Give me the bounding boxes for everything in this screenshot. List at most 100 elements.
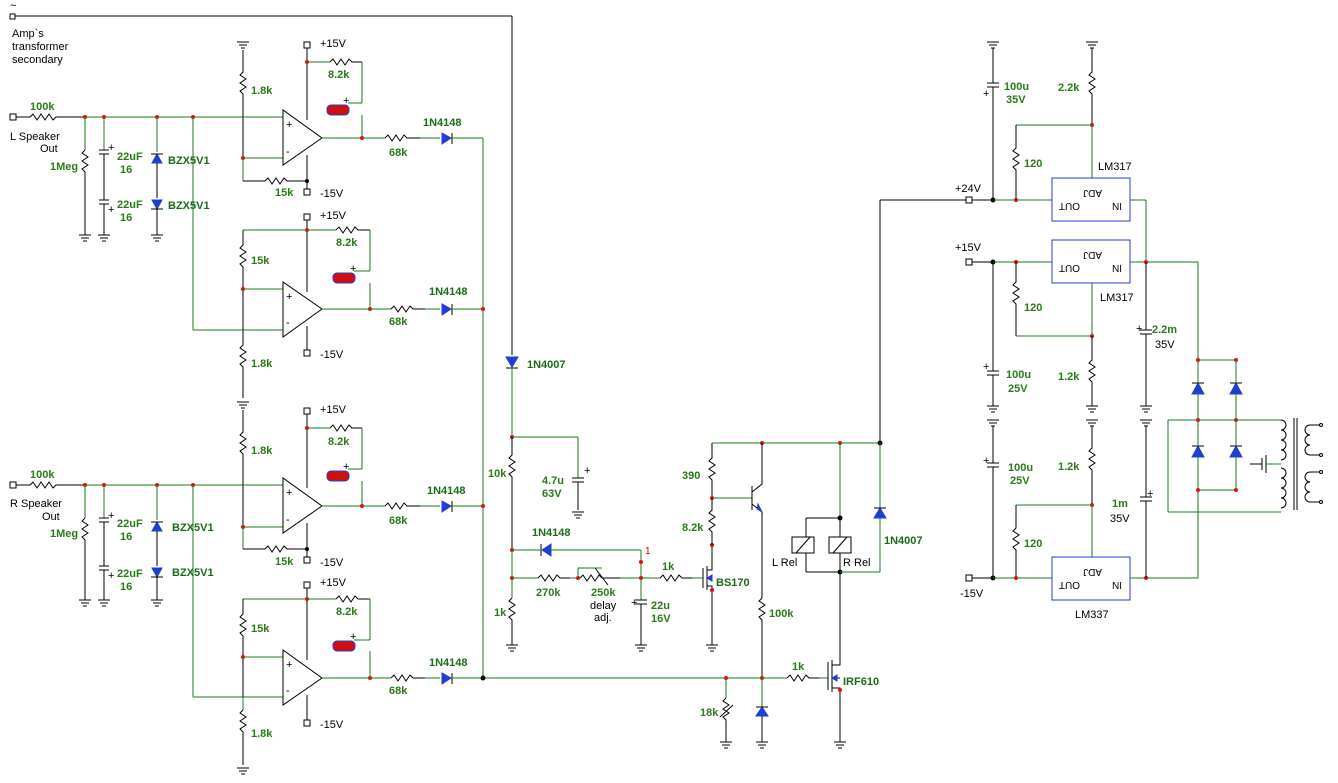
l-cap1-voltage: 16 bbox=[120, 164, 132, 176]
ic-adj-label: ADJ bbox=[1083, 249, 1102, 260]
c-100u-value: 100u bbox=[1004, 81, 1029, 93]
pot-250k-value: 250k bbox=[591, 587, 616, 599]
r-120-value: 120 bbox=[1024, 158, 1042, 170]
bridge-rectifier-section bbox=[1167, 262, 1323, 578]
d-1n4148-value: 1N4148 bbox=[429, 657, 468, 669]
r-1-8k-value: 1.8k bbox=[251, 445, 273, 457]
r-1-8k bbox=[239, 709, 247, 765]
r-15k-value: 15k bbox=[251, 623, 270, 635]
opamp-triangle bbox=[282, 649, 323, 706]
d-1n4148-value: 1N4148 bbox=[429, 286, 468, 298]
ground-symbol bbox=[572, 511, 584, 519]
r-15k bbox=[243, 177, 307, 185]
transformer-terminal bbox=[9, 13, 16, 20]
r-68k bbox=[384, 502, 420, 510]
opamp-stage-1: 1.8k 15k + - +15V -15V 8.2k + 68k 1N4148 bbox=[237, 38, 484, 678]
r-speaker-label: R Speaker bbox=[10, 498, 62, 510]
zener-diode-icon bbox=[151, 567, 163, 579]
lm317-lower-ic bbox=[1051, 239, 1131, 284]
svg-text:+: + bbox=[631, 597, 637, 609]
svg-text:+: + bbox=[350, 631, 356, 643]
wire bbox=[577, 567, 602, 578]
svg-text:+: + bbox=[343, 461, 349, 473]
c-2-2m-value: 2.2m bbox=[1152, 324, 1177, 336]
opamp-stage-4: 15k + - +15V -15V 8.2k + 68k 1N4148 1.8k bbox=[237, 577, 762, 775]
cap-100u bbox=[987, 82, 999, 88]
delay-section: 1N4007 + 4.7u 63V 10k 1N4148 1 270k 250k… bbox=[488, 356, 692, 652]
diode-icon bbox=[441, 303, 452, 316]
r-2-2k bbox=[1088, 48, 1096, 125]
r-8-2k bbox=[335, 226, 370, 234]
delay-adj-label-2: adj. bbox=[594, 612, 612, 624]
svg-text:-: - bbox=[286, 146, 290, 158]
plus15-label: +15V bbox=[320, 404, 347, 416]
ground-symbol bbox=[98, 599, 110, 607]
svg-text:+: + bbox=[286, 291, 292, 303]
c-22u-voltage: 16V bbox=[651, 613, 671, 625]
right-input-section: R Speaker Out 100k 1Meg + + 22uF 16 22uF… bbox=[9, 469, 283, 698]
ground-symbol bbox=[720, 741, 732, 749]
led-icon bbox=[332, 640, 356, 652]
bs170-label: BS170 bbox=[716, 577, 750, 589]
ground-symbol bbox=[756, 741, 768, 749]
svg-text:+: + bbox=[108, 570, 114, 582]
r-10k bbox=[508, 437, 516, 550]
transistor-pnp-icon bbox=[751, 443, 763, 598]
r-120-value: 120 bbox=[1024, 538, 1042, 550]
d-1n4148-value: 1N4148 bbox=[532, 527, 571, 539]
r-1-2k bbox=[1088, 336, 1096, 406]
l-speaker-label: L Speaker bbox=[10, 131, 60, 143]
r-68k-value: 68k bbox=[389, 147, 408, 159]
svg-text:+: + bbox=[108, 204, 114, 216]
r-8-2k-value: 8.2k bbox=[336, 237, 358, 249]
r-1-8k bbox=[239, 330, 247, 398]
r-1-8k-value: 1.8k bbox=[251, 85, 273, 97]
r-input-resistor-value: 100k bbox=[30, 469, 55, 481]
r-cap1-value: 22uF bbox=[117, 518, 143, 530]
r-68k bbox=[390, 674, 425, 682]
lm317-upper-ic bbox=[1051, 177, 1131, 222]
diode-icon bbox=[1191, 444, 1205, 458]
diode-icon bbox=[505, 356, 519, 368]
opamp-triangle bbox=[282, 281, 323, 338]
svg-text:+: + bbox=[983, 455, 989, 467]
led-icon bbox=[326, 470, 350, 482]
c-100u-voltage: 25V bbox=[1008, 383, 1028, 395]
svg-text:-: - bbox=[286, 514, 290, 526]
transformer-ground bbox=[1261, 455, 1267, 473]
ground-symbol bbox=[151, 599, 163, 607]
r-120 bbox=[1012, 262, 1020, 336]
r-15k bbox=[243, 545, 307, 553]
svg-text:+: + bbox=[350, 263, 356, 275]
mosfet-bs170-icon bbox=[702, 545, 713, 645]
mosfet-irf610-icon bbox=[827, 560, 841, 742]
r-input-resistor bbox=[16, 481, 85, 489]
r-1k bbox=[786, 674, 819, 682]
r-1-8k-value: 1.8k bbox=[251, 728, 273, 740]
diode-icon bbox=[1229, 381, 1243, 395]
minus15-label: -15V bbox=[320, 349, 344, 361]
transformer-label-3: secondary bbox=[12, 54, 63, 66]
tilde-label: ~ bbox=[10, 0, 16, 12]
r-68k bbox=[390, 305, 425, 313]
l-1meg-value: 1Meg bbox=[50, 161, 78, 173]
transformer-secondary-coil bbox=[1280, 419, 1287, 509]
ground-symbol bbox=[834, 741, 846, 749]
ground-symbol bbox=[987, 41, 999, 49]
r-8-2k bbox=[708, 498, 716, 545]
r-1-2k-value: 1.2k bbox=[1058, 371, 1080, 383]
ground-symbol bbox=[98, 234, 110, 242]
l-zener2-value: BZX5V1 bbox=[168, 200, 210, 212]
ic-in-label: IN bbox=[1112, 200, 1122, 211]
d-1n4007-value: 1N4007 bbox=[527, 359, 566, 371]
zener-diode-icon bbox=[151, 199, 163, 211]
l-cap1-value: 22uF bbox=[117, 151, 143, 163]
c-2-2m-voltage: 35V bbox=[1155, 339, 1175, 351]
l-speaker-out-label: Out bbox=[40, 143, 58, 155]
svg-text:-: - bbox=[286, 685, 290, 697]
transformer-label-2: transformer bbox=[12, 41, 69, 53]
r-8-2k bbox=[329, 424, 362, 432]
r-cap1-voltage: 16 bbox=[120, 531, 132, 543]
svg-text:+: + bbox=[1136, 323, 1142, 335]
